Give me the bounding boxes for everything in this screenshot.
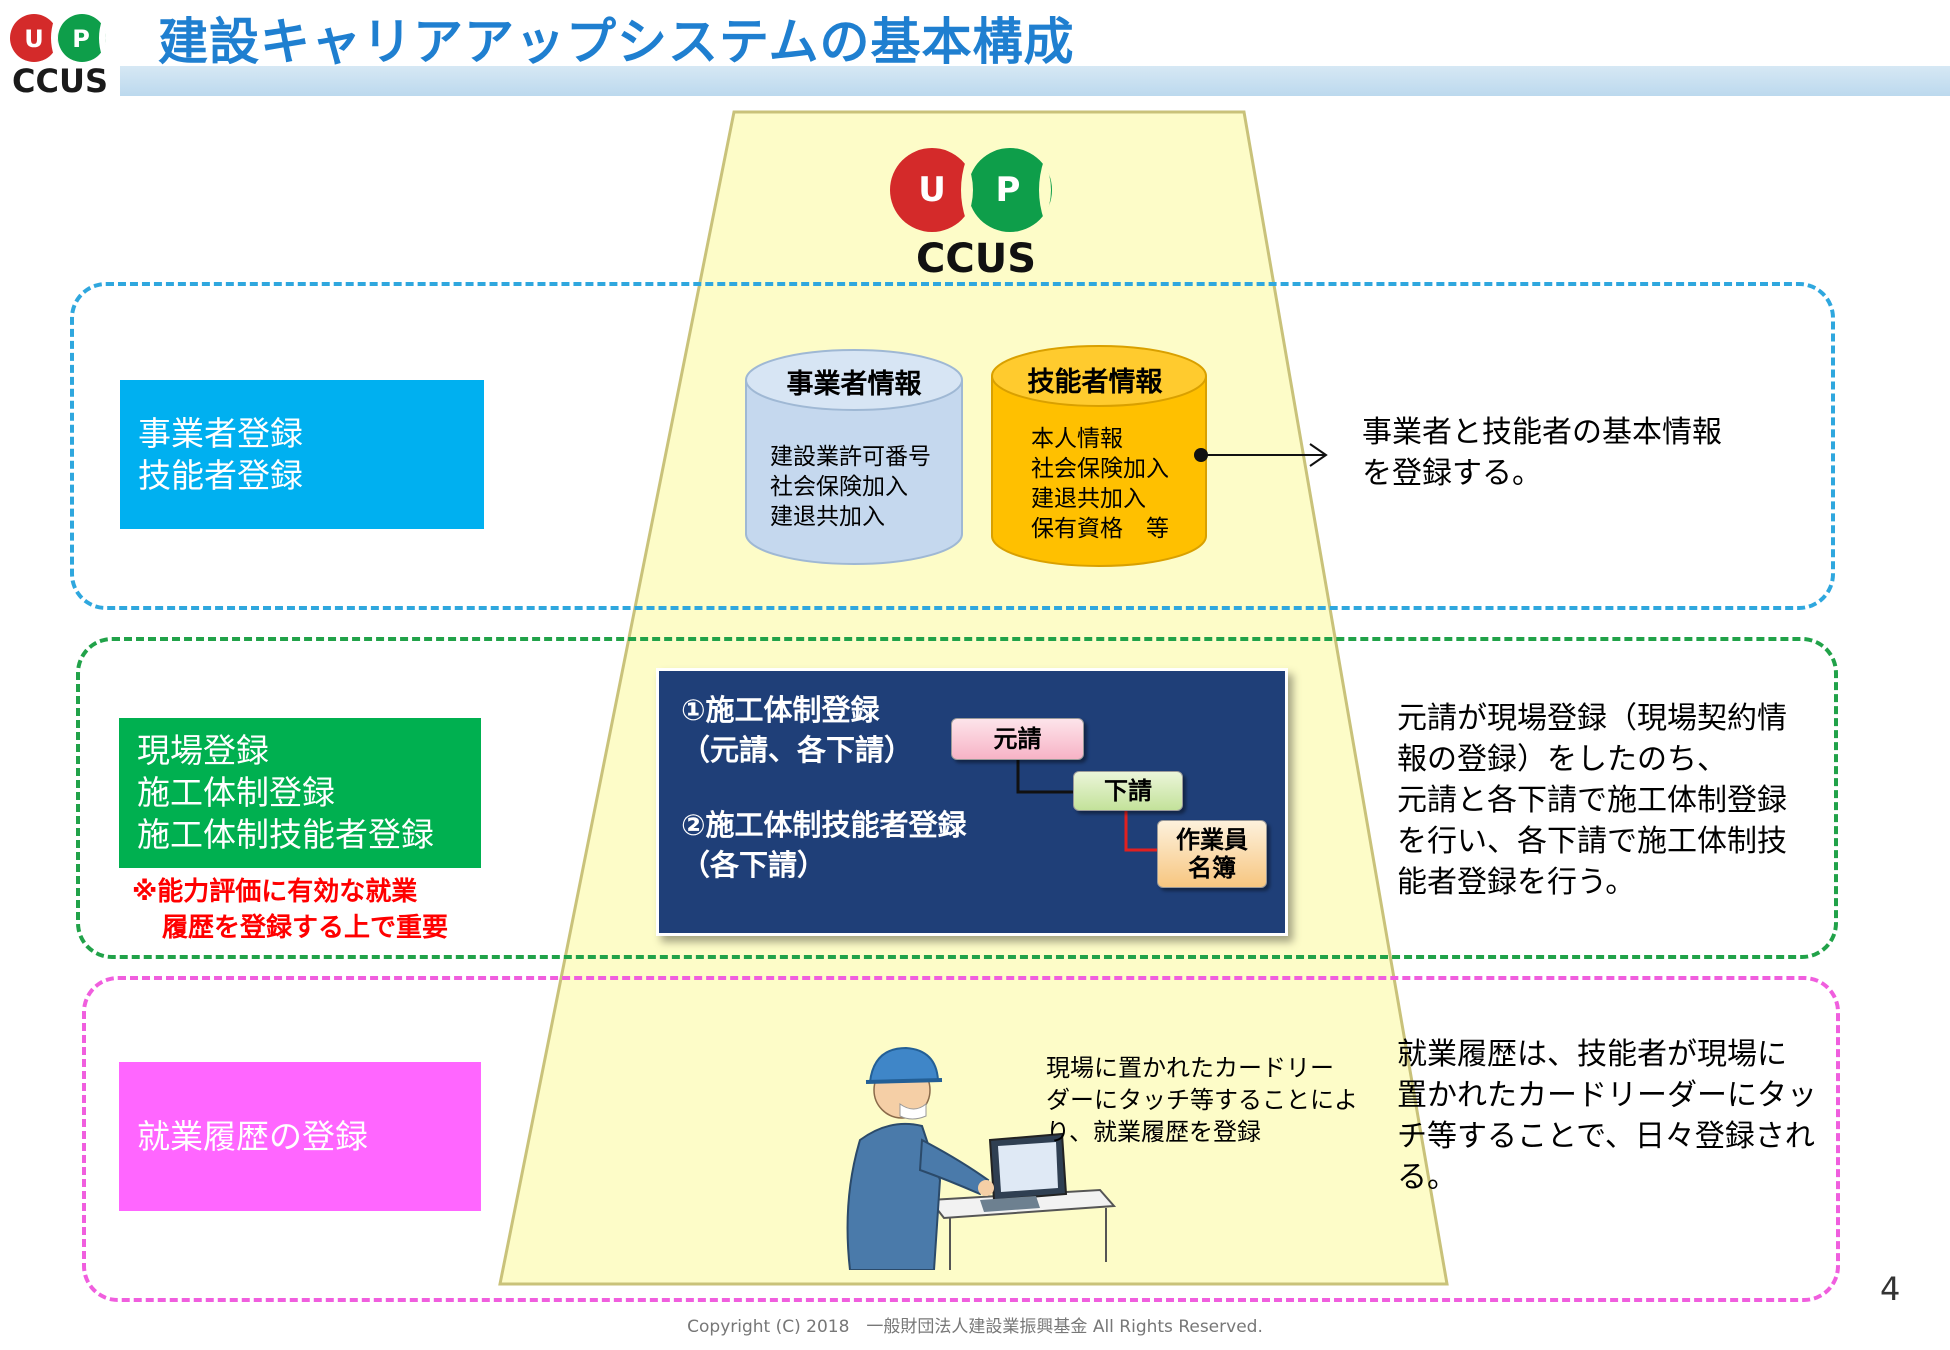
business-info-items: 建設業許可番号 社会保険加入 建退共加入	[770, 444, 931, 530]
hierarchy-connectors	[1016, 760, 1158, 852]
site-explanation: 元請が現場登録（現場契約情 報の登録）をしたのち、 元請と各下請で施工体制登録 …	[1397, 701, 1787, 900]
card-reader-caption: 現場に置かれたカードリー ダーにタッチ等することによ り、就業履歴を登録	[1046, 1054, 1358, 1146]
center-logo-letter-u: U	[918, 170, 946, 210]
label-site-registration: 現場登録 施工体制登録 施工体制技能者登録	[119, 718, 481, 868]
label-work-history: 就業履歴の登録	[119, 1062, 481, 1211]
center-logo-letter-p: P	[996, 170, 1021, 210]
label-line: 施工体制登録	[137, 773, 335, 812]
history-explanation: 就業履歴は、技能者が現場に 置かれたカードリーダーにタッ チ等することで、日々登…	[1397, 1037, 1817, 1195]
center-ccus-logo: U P CCUS	[890, 148, 1052, 282]
logo-letter-u: U	[24, 25, 44, 53]
center-logo-ccus-text: CCUS	[916, 236, 1036, 282]
panel-step1: ①施工体制登録 （元請、各下請）	[681, 693, 914, 767]
worker-card-reader-illustration	[846, 1046, 1117, 1270]
header-band	[120, 66, 1950, 96]
ccus-logo: U P CCUS	[10, 14, 108, 98]
note-line: 履歴を登録する上で重要	[162, 913, 449, 943]
label-business-worker-registration: 事業者登録 技能者登録	[120, 380, 484, 529]
worker-info-items: 本人情報 社会保険加入 建退共加入 保有資格 等	[1031, 426, 1169, 542]
label-line: 就業履歴の登録	[137, 1116, 368, 1156]
label-line: 技能者登録	[138, 455, 303, 495]
business-info-database	[745, 349, 963, 565]
business-info-title: 事業者情報	[786, 369, 922, 400]
registration-explanation: 事業者と技能者の基本情報 を登録する。	[1362, 415, 1722, 491]
label-line: 施工体制技能者登録	[137, 815, 434, 854]
logo-red-circle	[10, 14, 58, 62]
center-logo-green-circle	[968, 148, 1052, 232]
page-number: 4	[1880, 1270, 1901, 1308]
worker-info-database	[991, 345, 1207, 567]
tag-worker-roster: 作業員 名簿	[1157, 820, 1267, 888]
section-registration	[70, 282, 1835, 610]
logo-ccus-text: CCUS	[12, 62, 108, 98]
logo-letter-p: P	[72, 25, 90, 53]
worker-info-title: 技能者情報	[1027, 367, 1163, 398]
section-history	[82, 976, 1840, 1302]
page-title: 建設キャリアアップシステムの基本構成	[158, 13, 1075, 71]
panel-step2: ②施工体制技能者登録 （各下請）	[681, 808, 967, 882]
logo-green-circle	[58, 14, 106, 62]
tag-general-contractor: 元請	[951, 718, 1084, 760]
tag-subcontractor: 下請	[1073, 771, 1183, 811]
copyright-footer: Copyright (C) 2018 一般財団法人建設業振興基金 All Rig…	[687, 1317, 1263, 1337]
section-site	[76, 637, 1838, 959]
label-line: 現場登録	[137, 731, 269, 770]
label-line: 事業者登録	[138, 413, 303, 453]
note-line: ※能力評価に有効な就業	[132, 877, 418, 907]
center-logo-red-circle	[890, 148, 974, 232]
registration-arrow	[1194, 443, 1328, 467]
